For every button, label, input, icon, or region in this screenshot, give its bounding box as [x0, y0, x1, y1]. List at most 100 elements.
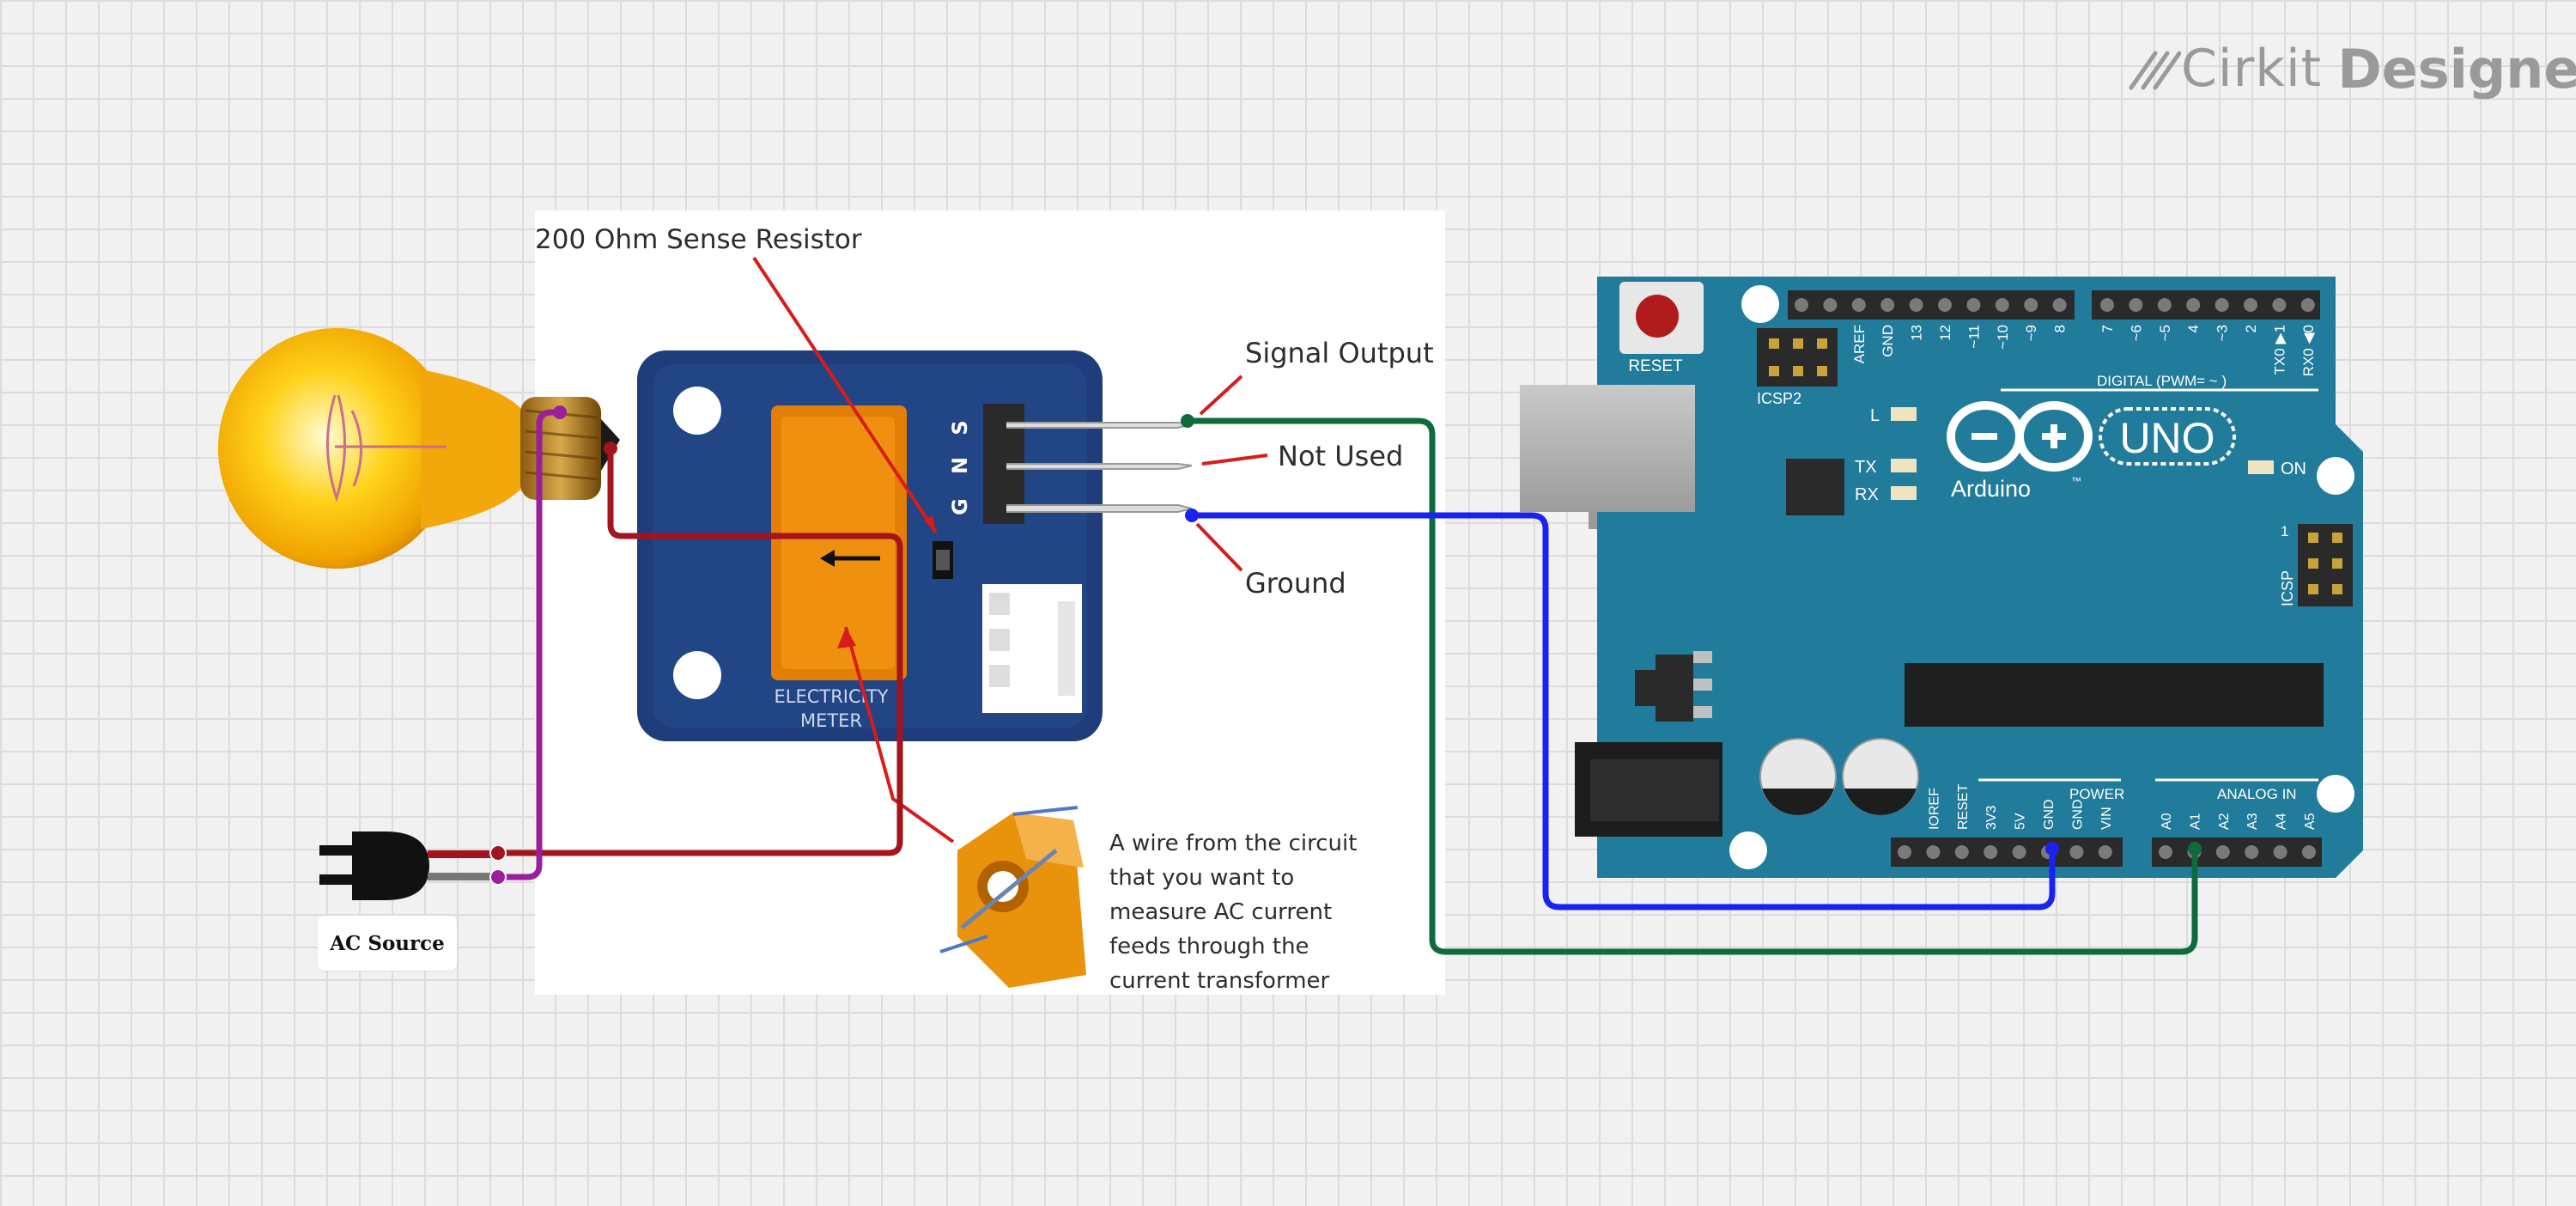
icsp-pin1-label: 1 [2281, 523, 2288, 539]
reset-label: RESET [1628, 357, 1683, 375]
wire-endpoints [489, 405, 2202, 886]
top-pin-label: ~6 [2128, 325, 2144, 341]
voltage-regulator [1656, 655, 1693, 722]
bottom-pin-hole[interactable] [1926, 845, 1941, 859]
pin-label-s: S [948, 420, 972, 435]
atmega-chip [1905, 663, 2324, 727]
top-pin-hole[interactable] [2300, 298, 2315, 312]
top-pin-hole[interactable] [1909, 298, 1923, 312]
wire-blue[interactable] [1188, 512, 2056, 911]
top-pin-hole[interactable] [2157, 298, 2172, 312]
bottom-pin-hole[interactable] [1984, 845, 1998, 859]
pin-label-n: N [948, 457, 972, 474]
ct-caption-line4: feeds through the [1109, 934, 1309, 959]
bottom-pin-hole[interactable] [2302, 845, 2316, 859]
top-pin-label: 2 [2243, 325, 2259, 332]
analog-pin-label: A3 [2245, 813, 2260, 830]
current-transformer-photo [939, 806, 1086, 988]
top-pin-label: 12 [1937, 325, 1953, 341]
icsp-label: ICSP [2279, 570, 2296, 606]
signal-output-label: Signal Output [1245, 337, 1434, 369]
top-pin-label: 13 [1909, 325, 1925, 341]
wire-green[interactable] [1184, 417, 2198, 955]
analog-pin-label: A2 [2217, 813, 2232, 830]
ct-caption-line1: A wire from the circuit [1109, 831, 1357, 856]
power-pin-label: 5V [2014, 813, 2028, 830]
top-pin-hole[interactable] [1938, 298, 1952, 312]
top-pin-hole[interactable] [2186, 298, 2201, 312]
top-pin-hole[interactable] [2244, 298, 2257, 312]
top-pin-hole[interactable] [1880, 298, 1895, 312]
led-on-label: ON [2281, 460, 2306, 478]
ac-plug[interactable] [319, 831, 496, 900]
top-pin-hole[interactable] [2272, 298, 2287, 312]
ct-caption-line2: that you want to [1109, 865, 1294, 891]
plug-icon [352, 831, 429, 900]
top-pin-hole[interactable] [1995, 298, 2009, 312]
power-label: POWER [2069, 786, 2124, 802]
top-pin-label: RX0 ◀0 [2300, 325, 2317, 376]
board-hole-1 [1741, 285, 1779, 323]
arduino-brand: Arduino [1951, 476, 2031, 502]
top-pin-hole[interactable] [2215, 298, 2229, 312]
wires [495, 409, 2198, 955]
bottom-pin-hole[interactable] [2012, 845, 2026, 859]
icsp-header [2298, 524, 2353, 606]
analog-pin-label: A0 [2160, 813, 2174, 830]
bottom-pin-hole[interactable] [2215, 845, 2230, 859]
mount-hole-top [673, 387, 721, 435]
bulb-glass [218, 328, 455, 569]
analog-pin-label: A4 [2275, 813, 2289, 830]
top-pin-label: ~5 [2157, 325, 2173, 341]
analog-header [2152, 838, 2322, 867]
bottom-pin-hole[interactable] [2159, 845, 2172, 859]
reset-button-cap[interactable] [1636, 295, 1679, 338]
top-pin-label: 8 [2052, 325, 2069, 332]
power-pin-label: IOREF [1927, 788, 1941, 830]
icsp2-header [1757, 328, 1838, 387]
top-pin-hole[interactable] [2129, 298, 2143, 312]
bottom-pin-hole[interactable] [2098, 845, 2112, 859]
top-pin-hole[interactable] [1851, 298, 1866, 312]
bottom-pin-hole[interactable] [2245, 845, 2259, 859]
bottom-pin-hole[interactable] [2273, 845, 2287, 859]
uno-badge [2099, 407, 2236, 466]
top-pin-hole[interactable] [2024, 298, 2038, 312]
power-pin-label: GND [2042, 799, 2057, 830]
cirkit-logo: Cirkit Designer [2126, 34, 2576, 103]
power-header [1891, 838, 2123, 867]
pin-signal [1006, 422, 1193, 429]
digital-label: DIGITAL (PWM= ~ ) [2097, 373, 2227, 389]
board-text-line2: METER [800, 710, 862, 731]
bottom-pin-hole[interactable] [1954, 845, 1969, 859]
led-rx-label: RX [1855, 485, 1879, 504]
led-tx [1891, 459, 1917, 472]
arrow-icon [820, 550, 835, 567]
uno-model: UNO [2119, 414, 2215, 462]
bottom-pin-hole[interactable] [1898, 845, 1911, 859]
pin-label-g: G [948, 498, 972, 515]
top-pin-label: TX0 ▶1 [2271, 325, 2287, 375]
usb-chip [1786, 459, 1844, 515]
bottom-pin-hole[interactable] [2069, 845, 2084, 859]
top-pin-label: GND [1880, 325, 1896, 357]
top-pin-hole[interactable] [2052, 298, 2067, 312]
top-pin-hole[interactable] [1795, 298, 1808, 312]
ac-source-label: AC Source [318, 916, 457, 971]
top-pin-hole[interactable] [2100, 298, 2114, 312]
ct-caption-line3: measure AC current [1109, 899, 1332, 925]
sensor-module: ELECTRICITY METER S N G [637, 350, 1193, 741]
top-pin-hole[interactable] [1823, 298, 1838, 312]
ct-caption-line5: current transformer [1109, 968, 1330, 994]
trademark: ™ [2071, 475, 2081, 487]
top-pin-hole[interactable] [1966, 298, 1981, 312]
wire-red[interactable] [495, 445, 903, 856]
led-rx [1891, 486, 1917, 500]
wire-purple[interactable] [495, 409, 563, 880]
bottom-pin-holes [1898, 845, 2316, 859]
usb-port-top [1520, 385, 1695, 512]
power-pin-label: GND [2070, 799, 2085, 830]
